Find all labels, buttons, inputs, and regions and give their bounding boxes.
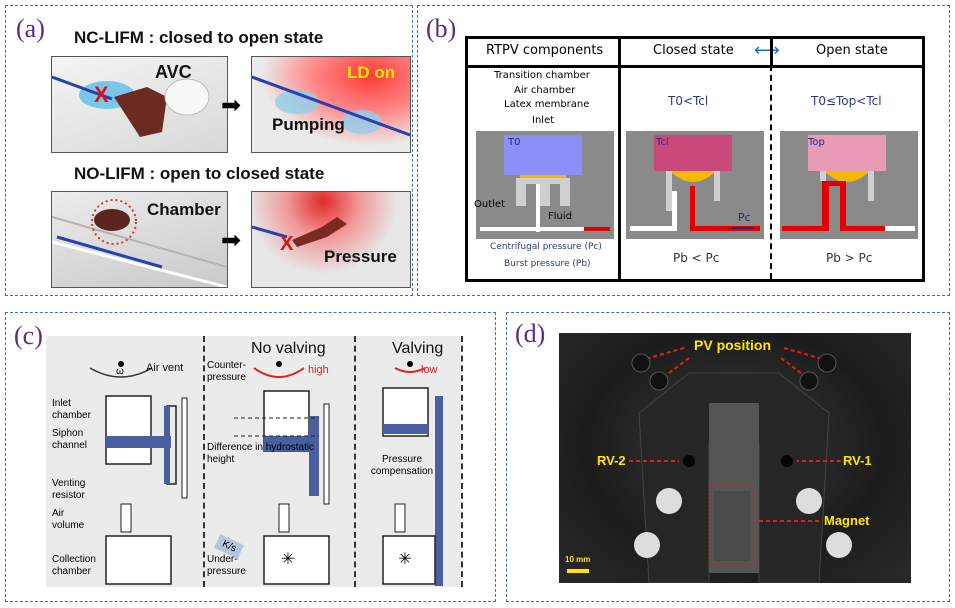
label-top: Top — [808, 137, 825, 148]
siphon-diagram: ω Air vent Inlet chamber Siphon channel … — [46, 336, 463, 587]
open-pressure: Pb > Pc — [826, 251, 873, 265]
label-outlet: Outlet — [474, 199, 505, 210]
legend-centrifugal: Centrifugal pressure (Pc) — [490, 242, 602, 252]
label-latex-membrane: Latex membrane — [504, 99, 590, 110]
label-fluid: Fluid — [548, 211, 572, 222]
counter-pressure-label: Counter-pressure — [207, 360, 246, 383]
valving-title: Valving — [392, 340, 444, 357]
no-open-image: Chamber — [51, 191, 228, 288]
under-pressure-label: Under-pressure — [207, 554, 246, 577]
label-collection-chamber: Collection chamber — [52, 554, 96, 577]
valving-drawing: ✳ — [382, 361, 443, 586]
magnet-label: Magnet — [824, 513, 870, 528]
label-air-chamber: Air chamber — [514, 85, 576, 96]
ld-on-label: LD on — [347, 63, 396, 82]
device-photo-drawing — [567, 347, 852, 583]
header-open: Open state — [816, 43, 888, 58]
closed-condition: T0<Tcl — [668, 94, 709, 108]
high-label: high — [308, 364, 329, 376]
label-t0: T0 — [508, 137, 521, 148]
svg-text:X: X — [94, 82, 109, 107]
svg-text:X: X — [280, 233, 294, 255]
header-closed: Closed state — [653, 43, 734, 58]
panel-b: (b) RTPV components Closed state ⟷ Open … — [417, 5, 950, 296]
nc-lifm-title: NC-LIFM : closed to open state — [74, 28, 324, 47]
label-inlet: Inlet — [532, 115, 555, 126]
avc-label: AVC — [155, 62, 192, 82]
bidirectional-arrow-icon: ⟷ — [754, 40, 780, 60]
rv1-label: RV-1 — [843, 453, 872, 468]
air-vent-label: Air vent — [146, 362, 184, 374]
no-valving-title: No valving — [251, 340, 326, 357]
siphon-base-drawing — [89, 361, 188, 585]
device-photo: PV position RV-2 RV-1 Magnet 10 mm — [559, 333, 911, 583]
label-inlet-chamber: Inlet chamber — [52, 398, 91, 421]
header-rtpv: RTPV components — [486, 43, 604, 58]
pv-position-label: PV position — [694, 337, 771, 353]
pressure-compensation-label: Pressure compensation — [370, 454, 434, 477]
label-siphon-channel: Siphon channel — [52, 428, 88, 451]
panel-b-label: (b) — [426, 14, 457, 43]
label-venting-resistor: Venting resistor — [52, 478, 86, 501]
arrow-icon: ➡ — [221, 227, 242, 254]
closed-pressure: Pb < Pc — [673, 251, 720, 265]
label-air-volume: Air volume — [52, 508, 85, 531]
open-condition: T0≤Top<Tcl — [811, 94, 882, 108]
difference-label: Difference in hydrostatic height — [207, 442, 315, 465]
panel-c-label: (c) — [14, 321, 43, 350]
label-tcl: Tcl — [656, 137, 669, 148]
panel-d: (d) PV position RV-2 — [506, 312, 950, 602]
pumping-label: Pumping — [272, 115, 345, 134]
legend-burst: Burst pressure (Pb) — [504, 259, 591, 269]
closed-state-diagram — [626, 131, 764, 239]
low-label: low — [421, 364, 438, 376]
arrow-icon: ➡ — [221, 92, 242, 119]
svg-text:✳: ✳ — [398, 551, 411, 568]
scale-bar-label: 10 mm — [565, 555, 591, 564]
no-valving-drawing: ✳ — [234, 361, 330, 585]
nc-closed-illustration: X — [52, 75, 210, 137]
nc-open-image: LD on Pumping — [251, 56, 411, 153]
chamber-label: Chamber — [147, 200, 221, 219]
rtpv-component-diagram — [476, 131, 614, 239]
no-closed-image: X Pressure — [251, 191, 411, 288]
nc-closed-image: X AVC — [51, 56, 228, 153]
no-lifm-title: NO-LIFM : open to closed state — [74, 164, 325, 183]
pressure-label: Pressure — [324, 247, 397, 266]
label-transition-chamber: Transition chamber — [494, 70, 590, 81]
label-pc: Pc — [738, 211, 751, 224]
panel-d-label: (d) — [515, 319, 546, 348]
open-state-diagram — [780, 131, 918, 239]
rtpv-table: RTPV components Closed state ⟷ Open stat… — [465, 36, 925, 282]
panel-c: (c) ω Air vent Inlet chamber Siphon chan… — [5, 312, 496, 602]
omega-label: ω — [116, 366, 124, 377]
svg-text:✳: ✳ — [281, 551, 294, 568]
rv2-label: RV-2 — [597, 453, 626, 468]
panel-a: (a) NC-LIFM : closed to open state X AVC… — [5, 5, 413, 296]
panel-a-label: (a) — [16, 14, 45, 43]
